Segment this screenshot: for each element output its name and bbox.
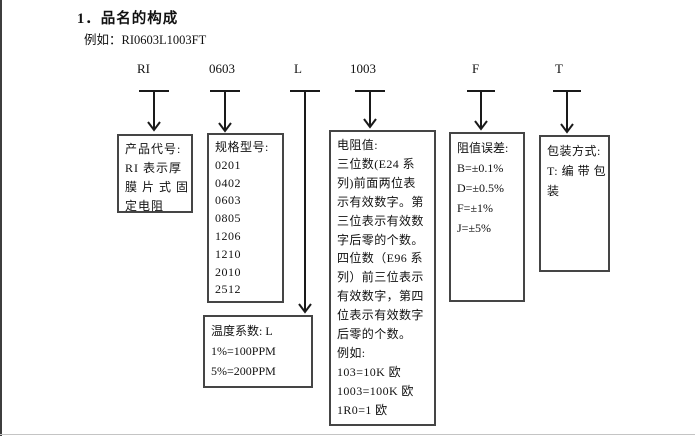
box-text-line: 0201 xyxy=(215,157,241,172)
box-text-line: 5%=200PPM xyxy=(211,364,276,378)
box-text-line: 2512 xyxy=(215,282,241,297)
page-left-border xyxy=(0,0,2,436)
box-text-line: 列）前三位表示 xyxy=(337,270,424,285)
box-text-line: 定电阻 xyxy=(125,199,165,213)
box-text-line: 四位数（E96 系 xyxy=(337,251,423,266)
code-segment-tcr: L xyxy=(294,61,302,76)
box-text-line: F=±1% xyxy=(457,201,494,215)
box-text-line: 0603 xyxy=(215,193,241,208)
box-text-line: 例如: xyxy=(337,345,366,360)
box-text-line: 示有效数字。第 xyxy=(337,194,424,209)
code-segment-value: 1003 xyxy=(350,61,376,76)
box-text-line: 后零的个数。 xyxy=(337,327,412,342)
box-text-line: 字后零的个数。 xyxy=(337,232,424,247)
code-segment-packaging: T xyxy=(555,61,563,76)
box-text-line: 1%=100PPM xyxy=(211,344,276,358)
box-text-line: 规格型号: xyxy=(215,140,269,154)
arrow-down-icon xyxy=(467,90,495,131)
box-text-line: 温度系数: L xyxy=(211,324,273,338)
box-text-line: RI 表示厚 xyxy=(125,161,183,175)
box-text-line: 电阻值: xyxy=(337,138,378,152)
box-text-line: 1003=100K 欧 xyxy=(337,383,414,398)
section-title: 1．品名的构成 xyxy=(77,11,179,27)
code-segment-tolerance: F xyxy=(472,61,480,76)
packaging-box: 包装方式: T: 编 带 包装 xyxy=(539,135,610,272)
box-text-line: 2010 xyxy=(215,264,241,279)
box-text-line: T: 编 带 包 xyxy=(547,164,607,178)
box-text-line: 1R0=1 欧 xyxy=(337,402,388,417)
box-text-line: 位表示有效数字 xyxy=(337,308,424,323)
resistance-value-box: 电阻值: 三位数(E24 系列)前面两位表示有效数字。第三位表示有效数字后零的个数… xyxy=(329,130,436,426)
code-segment-size: 0603 xyxy=(209,61,235,76)
box-text-line: 三位数(E24 系 xyxy=(337,156,415,171)
arrow-down-icon xyxy=(210,90,240,133)
box-text-line: 列)前面两位表 xyxy=(337,175,416,190)
arrow-down-icon xyxy=(553,90,581,134)
box-text-line: 0805 xyxy=(215,211,241,226)
box-text-line: 0402 xyxy=(215,175,241,190)
arrow-down-icon xyxy=(290,90,320,314)
box-text-line: D=±0.5% xyxy=(457,181,505,195)
box-text-line: 产品代号: xyxy=(125,142,182,156)
arrow-down-icon xyxy=(139,90,169,132)
box-text-line: 阻值误差: xyxy=(457,141,509,155)
example-part-number: 例如：RI0603L1003FT xyxy=(84,33,207,47)
box-text-line: 103=10K 欧 xyxy=(337,364,402,379)
temp-coefficient-box: 温度系数: L 1%=100PPM 5%=200PPM xyxy=(203,315,313,388)
box-text-line: 1210 xyxy=(215,246,241,261)
box-text-line: J=±5% xyxy=(457,221,492,235)
tolerance-box: 阻值误差: B=±0.1% D=±0.5% F=±1% J=±5% xyxy=(449,132,525,302)
code-segment-ri: RI xyxy=(137,61,150,76)
box-text-line: 包装方式: xyxy=(547,144,601,158)
spec-model-box: 规格型号: 0201 0402 0603 0805 1206 1210 2010 2512 xyxy=(207,133,284,303)
product-code-box: 产品代号: RI 表示厚膜 片 式 固定电阻 xyxy=(117,134,193,213)
arrow-down-icon xyxy=(355,90,385,129)
page-bottom-border xyxy=(0,434,695,435)
box-text-line: 三位表示有效数 xyxy=(337,213,424,228)
box-text-line: 装 xyxy=(547,184,560,198)
box-text-line: B=±0.1% xyxy=(457,161,504,175)
box-text-line: 1206 xyxy=(215,228,241,243)
box-text-line: 有效数字，第四 xyxy=(337,289,424,304)
box-text-line: 膜 片 式 固 xyxy=(125,180,190,194)
